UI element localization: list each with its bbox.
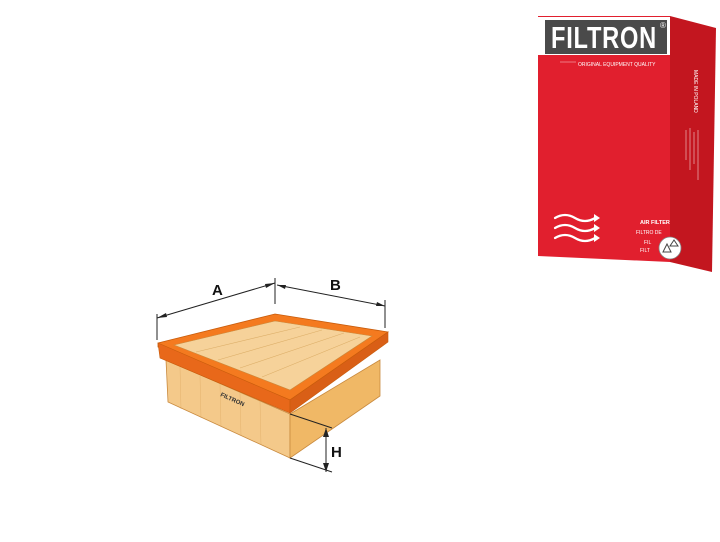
box-side-marks bbox=[685, 128, 699, 180]
box-brand-text: FILTRON bbox=[551, 20, 657, 55]
dimension-a-label: A bbox=[212, 282, 223, 299]
dimension-h bbox=[289, 413, 333, 473]
box-registered-mark: ® bbox=[660, 21, 666, 30]
filter-frame-lip-right bbox=[289, 331, 389, 414]
certification-icon bbox=[658, 236, 682, 260]
box-tagline: ORIGINAL EQUIPMENT QUALITY bbox=[578, 62, 656, 68]
box-line-4: FILT bbox=[640, 248, 650, 254]
box-line-1: AIR FILTER bbox=[640, 220, 670, 226]
filter-media-side bbox=[289, 359, 381, 459]
dimension-b bbox=[276, 284, 386, 328]
air-filter-body: FILTRON bbox=[157, 313, 390, 459]
box-side-text: MADE IN POLAND bbox=[692, 70, 698, 113]
filter-media-top bbox=[172, 320, 373, 391]
dimension-a bbox=[156, 278, 276, 340]
box-line-3: FIL bbox=[644, 240, 651, 246]
dimension-h-label: H bbox=[331, 444, 342, 461]
airflow-arrows-icon bbox=[553, 213, 600, 243]
box-front-face bbox=[538, 16, 670, 262]
box-side-face bbox=[670, 16, 716, 272]
filter-diagram: A B bbox=[156, 277, 390, 473]
box-logo-panel bbox=[545, 20, 667, 54]
dimension-b-label: B bbox=[330, 277, 341, 294]
box-line-2: FILTRO DE bbox=[636, 230, 662, 236]
product-box: FILTRON ® ORIGINAL EQUIPMENT QUALITY MAD… bbox=[538, 16, 716, 272]
